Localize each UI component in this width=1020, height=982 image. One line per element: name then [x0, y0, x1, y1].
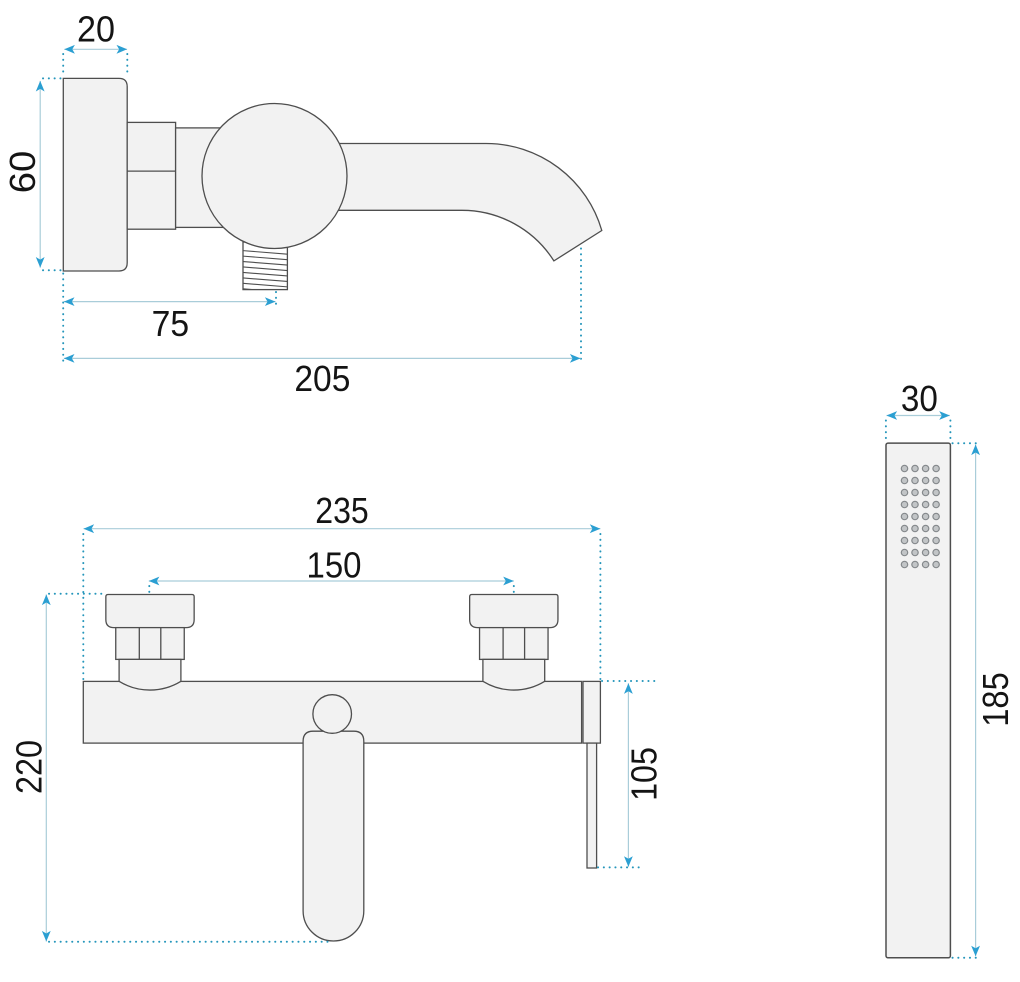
- svg-text:60: 60: [2, 151, 43, 194]
- svg-text:75: 75: [152, 303, 190, 344]
- svg-text:150: 150: [307, 545, 362, 586]
- svg-text:220: 220: [9, 740, 50, 794]
- svg-text:235: 235: [315, 490, 369, 531]
- svg-text:20: 20: [77, 9, 115, 50]
- svg-text:185: 185: [975, 672, 1016, 727]
- svg-text:30: 30: [901, 378, 938, 419]
- svg-text:205: 205: [294, 358, 350, 399]
- svg-text:105: 105: [624, 747, 665, 801]
